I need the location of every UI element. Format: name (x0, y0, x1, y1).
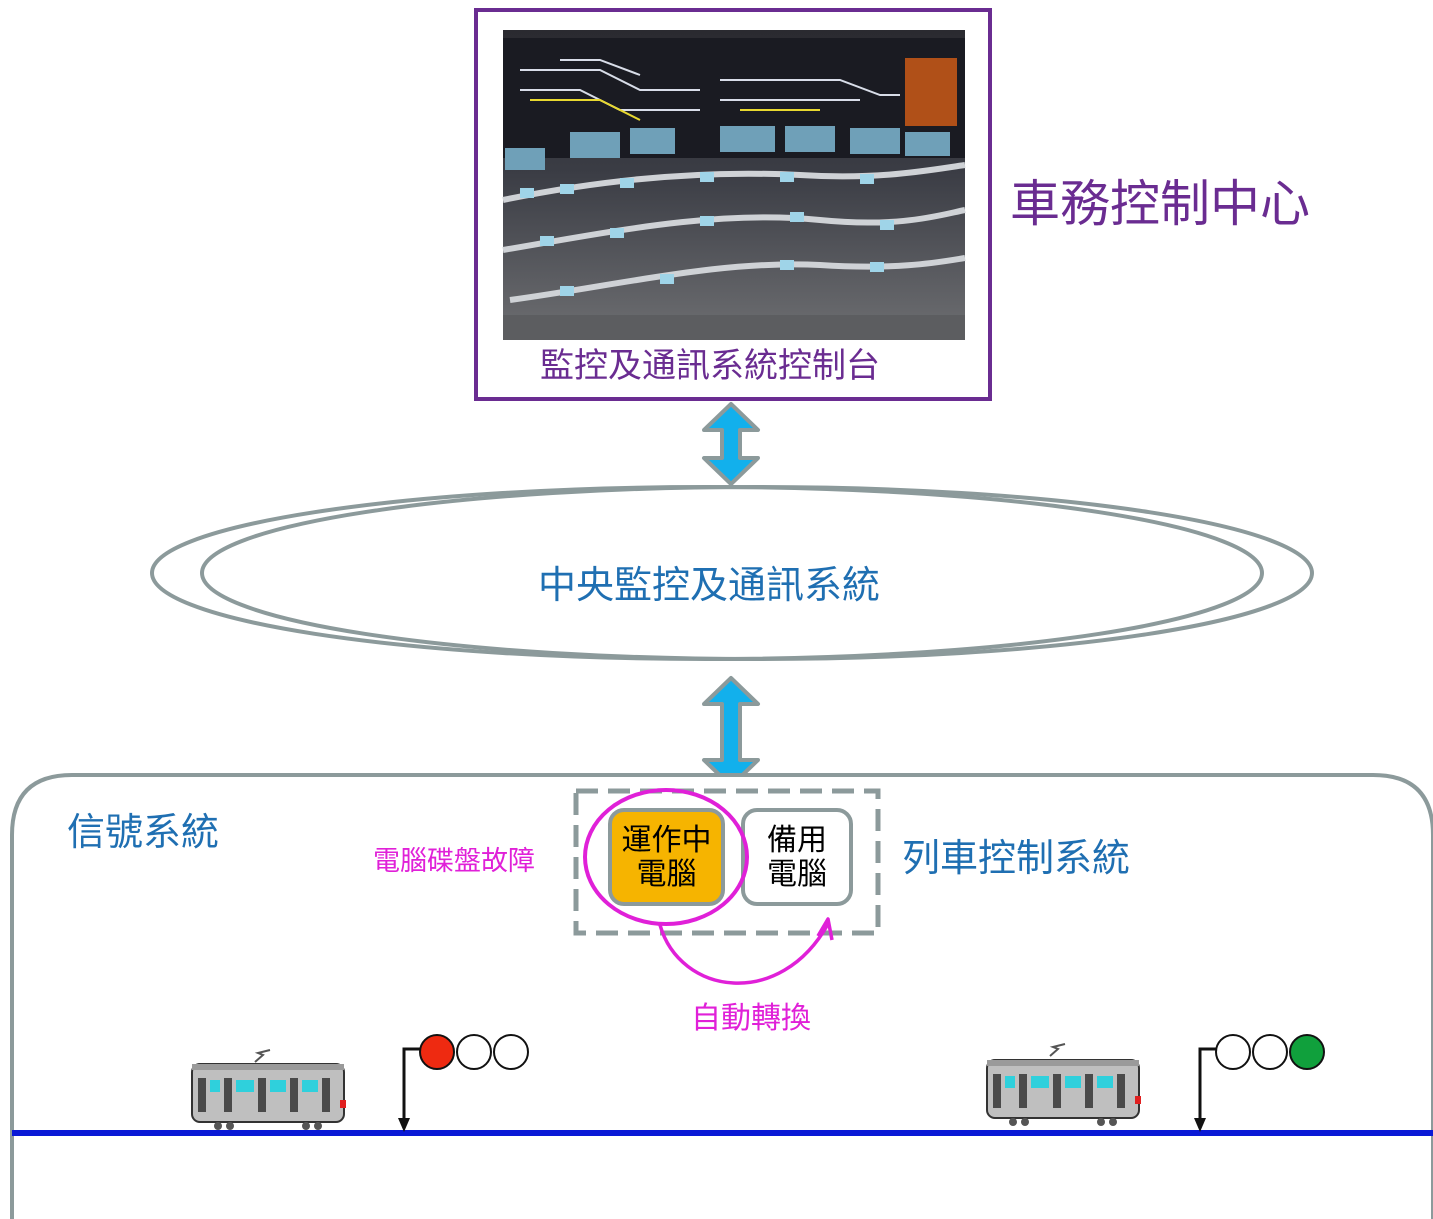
signal-left-lamp-2 (456, 1034, 492, 1070)
standby-computer-label: 備用 電腦 (767, 823, 827, 892)
standby-computer-box (741, 808, 853, 906)
signal-post-right (1198, 1047, 1216, 1120)
train-control-box (573, 788, 881, 936)
disk-fault-label: 電腦碟盤故障 (373, 846, 535, 877)
train-control-system-label: 列車控制系統 (902, 836, 1131, 880)
central-system-label: 中央監控及通訊系統 (538, 563, 881, 607)
switchover-arrowhead (816, 917, 834, 941)
auto-switchover-label: 自動轉換 (691, 1001, 811, 1036)
signalling-system-label: 信號系統 (67, 810, 220, 854)
train-left (191, 1049, 346, 1130)
central-system-ring-inner (200, 485, 1314, 661)
switchover-arrow (658, 923, 830, 985)
signal-right-lamp-2 (1252, 1034, 1288, 1070)
signal-right-lamp-1 (1215, 1034, 1251, 1070)
signal-post-left-tip (398, 1118, 410, 1132)
active-computer-label: 運作中 電腦 (621, 823, 712, 892)
signal-left-lamp-1 (419, 1034, 455, 1070)
control-center-title: 車務控制中心 (1010, 175, 1310, 233)
link-arrow-top (702, 402, 760, 486)
signal-lamps (419, 1034, 1325, 1070)
signal-left-lamp-3 (493, 1034, 529, 1070)
signal-post-right-tip (1194, 1118, 1206, 1132)
train-right (986, 1043, 1141, 1126)
link-arrow-bottom (702, 676, 760, 788)
signal-right-lamp-3 (1289, 1034, 1325, 1070)
fault-highlight-ring (583, 788, 749, 926)
console-caption: 監控及通訊系統控制台 (540, 346, 880, 386)
control-room-photo (502, 30, 966, 340)
signal-post-left (402, 1047, 420, 1120)
active-computer-box (608, 808, 725, 906)
